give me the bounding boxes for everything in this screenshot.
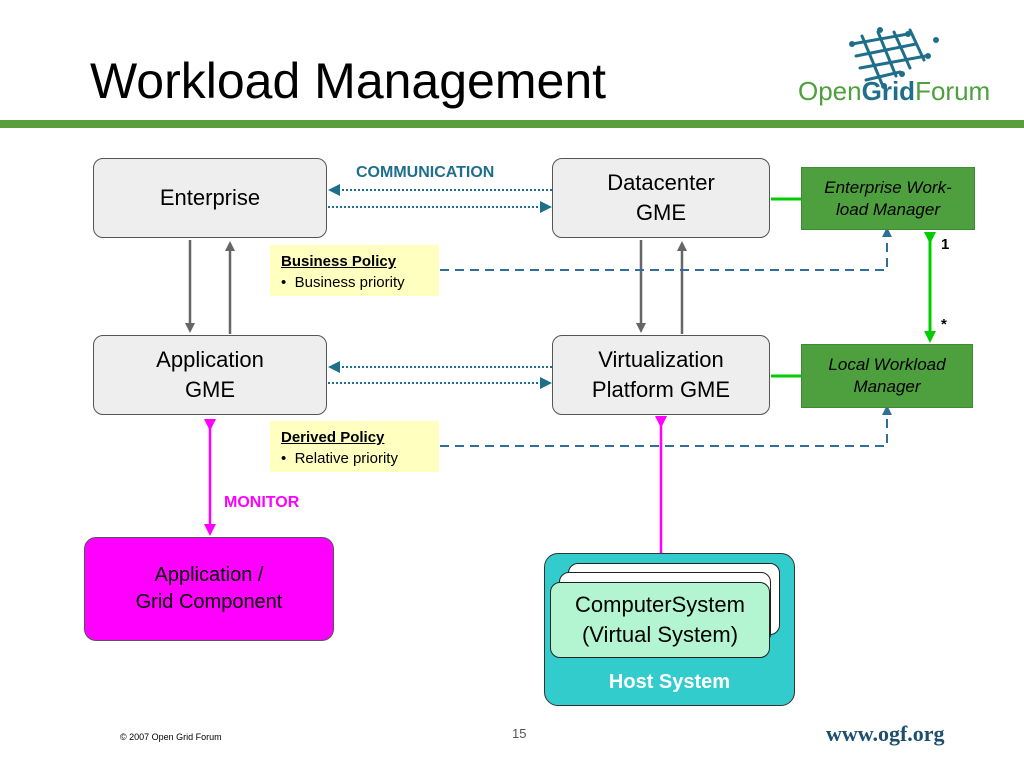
- enterprise-manager-line1: Enterprise Work-: [824, 177, 952, 197]
- datacenter-gme-box: Datacenter GME: [552, 158, 770, 238]
- footer-copyright: © 2007 Open Grid Forum: [120, 732, 222, 742]
- app-component-line1: Application /: [154, 564, 264, 586]
- local-manager-line1: Local Workload: [828, 355, 946, 374]
- local-workload-manager-box: Local Workload Manager: [801, 344, 973, 408]
- enterprise-manager-line2: load Manager: [836, 199, 940, 219]
- svg-text:OpenGridForum: OpenGridForum: [798, 76, 990, 106]
- datacenter-label-line2: GME: [635, 200, 687, 225]
- business-policy-link: [440, 227, 892, 271]
- derived-policy-note: Derived Policy • Relative priority: [270, 421, 439, 472]
- virtualization-label-line1: Virtualization: [598, 347, 724, 372]
- host-system-label: Host System: [608, 671, 731, 693]
- computer-system-box: ComputerSystem (Virtual System): [550, 582, 770, 658]
- enterprise-workload-manager-box: Enterprise Work- load Manager: [801, 167, 975, 230]
- enterprise-box: Enterprise: [93, 158, 327, 238]
- multiplicity-many: *: [941, 316, 947, 333]
- datacenter-label-line1: Datacenter: [607, 170, 715, 195]
- application-label-line1: Application: [156, 347, 264, 372]
- virtualization-platform-gme-box: Virtualization Platform GME: [552, 335, 770, 415]
- enterprise-label: Enterprise: [159, 185, 261, 210]
- bullet-icon: •: [281, 450, 295, 467]
- business-policy-heading: Business Policy: [281, 253, 397, 270]
- local-manager-line2: Manager: [853, 377, 921, 396]
- computer-system-line1: ComputerSystem: [575, 592, 745, 617]
- logo-grid: Grid: [862, 76, 915, 106]
- application-gme-box: Application GME: [93, 335, 327, 415]
- computer-system-line2: (Virtual System): [581, 622, 739, 647]
- monitor-label: MONITOR: [224, 494, 300, 511]
- derived-policy-link: [440, 405, 892, 447]
- slide-title: Workload Management: [90, 53, 607, 109]
- business-policy-note: Business Policy • Business priority: [270, 245, 439, 296]
- logo-forum: Forum: [915, 76, 990, 106]
- page-number: 15: [512, 726, 527, 741]
- business-policy-item: Business priority: [294, 274, 405, 291]
- derived-policy-item: Relative priority: [294, 450, 398, 467]
- multiplicity-one: 1: [941, 236, 950, 253]
- bullet-icon: •: [281, 274, 295, 291]
- virtualization-label-line2: Platform GME: [591, 377, 731, 402]
- logo-open: Open: [798, 76, 862, 106]
- footer-url: www.ogf.org: [826, 721, 945, 746]
- derived-policy-heading: Derived Policy: [281, 429, 385, 446]
- application-grid-component-box: Application / Grid Component: [84, 537, 334, 641]
- communication-label: COMMUNICATION: [356, 164, 495, 181]
- header-rule: [0, 120, 1024, 128]
- ogf-logo: OpenGridForum: [798, 27, 990, 106]
- grid-network-icon: [850, 28, 928, 86]
- app-component-line2: Grid Component: [135, 591, 283, 613]
- application-label-line2: GME: [184, 377, 236, 402]
